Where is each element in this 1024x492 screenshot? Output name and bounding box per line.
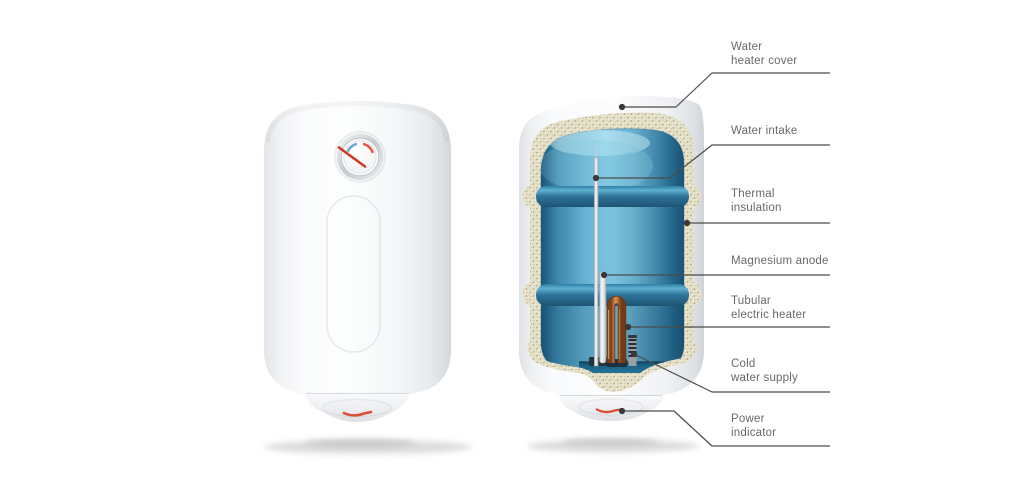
leader-tubular-electric-heater <box>624 323 830 331</box>
tank-band-upper <box>536 186 689 207</box>
shell-bottom <box>519 336 704 396</box>
tank-band-lower <box>536 284 689 306</box>
gauge-face <box>343 140 377 174</box>
leader-magnesium-anode <box>600 271 830 279</box>
leader-water-intake <box>592 144 830 182</box>
front-view-heater <box>264 100 472 454</box>
label-water-intake: Water intake <box>731 125 798 137</box>
leader-power-indicator <box>618 407 830 447</box>
water-intake-pipe <box>594 147 599 367</box>
label-power-indicator: Power indicator <box>731 413 777 439</box>
leader-cold-water-supply <box>630 350 830 393</box>
front-power-indicator-light <box>342 410 373 417</box>
temperature-gauge <box>334 130 387 183</box>
tubular-electric-heater-coil <box>606 295 627 363</box>
label-water-heater-cover: Water heater cover <box>731 41 798 67</box>
cutaway-heater-shadow <box>527 438 699 453</box>
label-thermal-insulation: Thermal insulation <box>731 188 782 214</box>
front-heater-shadow <box>264 438 472 454</box>
label-magnesium-anode: Magnesium anode <box>731 255 829 267</box>
leader-water-heater-cover <box>618 72 830 111</box>
magnesium-anode-rod <box>599 271 607 364</box>
leader-lines <box>592 72 830 447</box>
insulation-scoop-band <box>527 341 697 392</box>
front-panel-seam <box>326 195 381 353</box>
cold-water-supply-pipe <box>628 335 637 366</box>
front-bottom-dome <box>305 394 409 422</box>
label-tubular-electric-heater: Tubular electric heater <box>731 295 807 321</box>
gauge-cold-arc <box>346 142 358 152</box>
cutaway-bottom-dome <box>558 396 664 421</box>
gauge-hot-arc <box>362 142 374 154</box>
gauge-needle <box>337 146 367 168</box>
power-indicator-light <box>595 408 623 414</box>
leader-thermal-insulation <box>683 219 830 227</box>
front-heater-body <box>264 100 451 394</box>
cutaway-view-heater <box>519 95 704 453</box>
label-cold-water-supply: Cold water supply <box>731 358 798 384</box>
